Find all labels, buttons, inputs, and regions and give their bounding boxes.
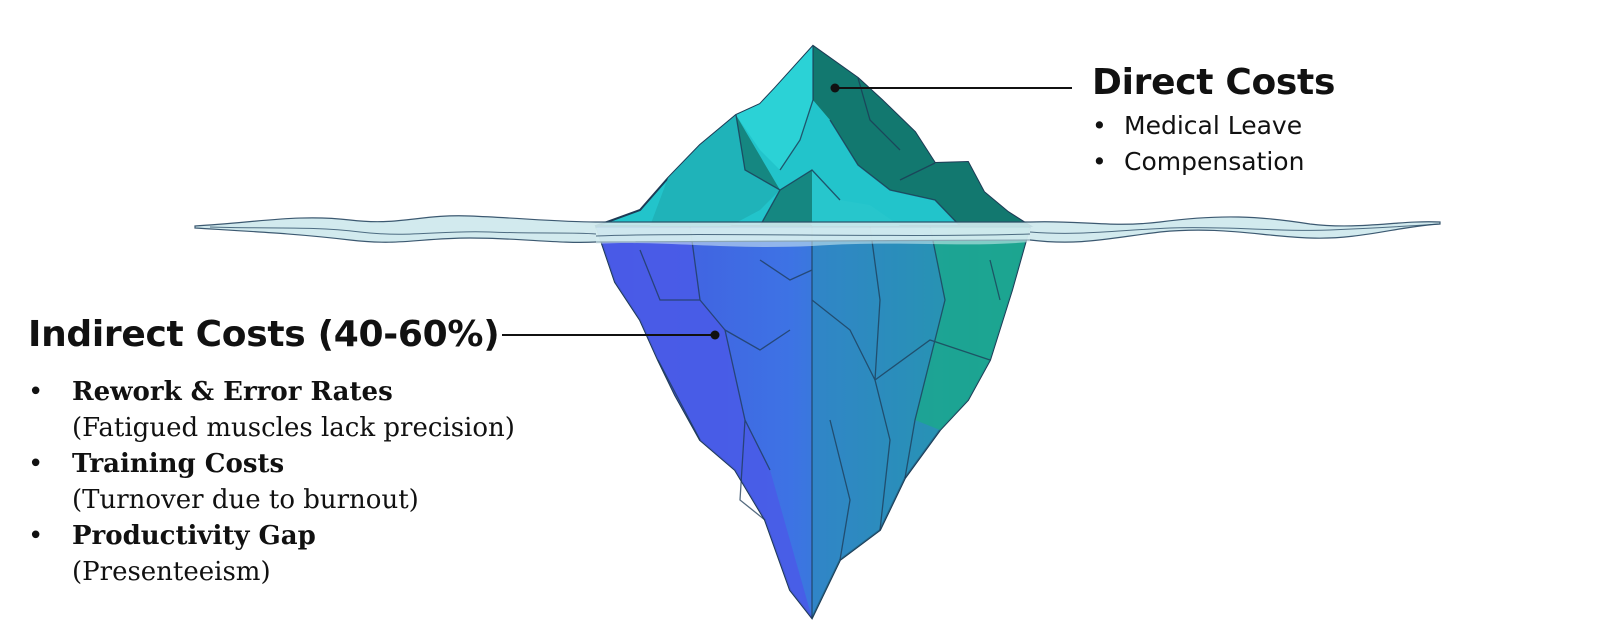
- bullet-icon: •: [28, 521, 44, 551]
- list-item: • Training Costs (Turnover due to burnou…: [28, 446, 588, 518]
- direct-cost-item: Medical Leave: [1124, 111, 1303, 140]
- direct-costs-leader: [830, 83, 1072, 93]
- list-item: • Productivity Gap (Presenteeism): [28, 518, 588, 590]
- direct-cost-item: Compensation: [1124, 147, 1305, 176]
- indirect-costs-panel: Indirect Costs (40-60%) • Rework & Error…: [28, 312, 588, 590]
- indirect-cost-item-title: Rework & Error Rates: [72, 377, 393, 407]
- list-item: • Medical Leave: [1092, 108, 1512, 144]
- direct-costs-list: • Medical Leave • Compensation: [1092, 108, 1512, 180]
- bullet-icon: •: [28, 377, 44, 407]
- indirect-cost-item-title: Productivity Gap: [72, 521, 316, 551]
- bullet-icon: •: [28, 449, 44, 479]
- indirect-costs-title: Indirect Costs (40-60%): [28, 314, 500, 355]
- list-item: • Compensation: [1092, 144, 1512, 180]
- indirect-cost-item-note: (Presenteeism): [72, 557, 271, 587]
- bullet-icon: •: [1092, 111, 1107, 140]
- iceberg-tip: [595, 44, 1034, 227]
- direct-costs-title: Direct Costs: [1092, 62, 1336, 103]
- direct-costs-panel: Direct Costs • Medical Leave • Compensat…: [1092, 60, 1512, 180]
- indirect-costs-list: • Rework & Error Rates (Fatigued muscles…: [28, 374, 588, 590]
- indirect-costs-leader: [502, 330, 720, 340]
- indirect-cost-item-note: (Turnover due to burnout): [72, 485, 419, 515]
- water-surface: [194, 215, 1441, 247]
- indirect-cost-item-note: (Fatigued muscles lack precision): [72, 413, 515, 443]
- bullet-icon: •: [1092, 147, 1107, 176]
- indirect-cost-item-title: Training Costs: [72, 449, 285, 479]
- iceberg-underwater: [594, 225, 1032, 620]
- list-item: • Rework & Error Rates (Fatigued muscles…: [28, 374, 588, 446]
